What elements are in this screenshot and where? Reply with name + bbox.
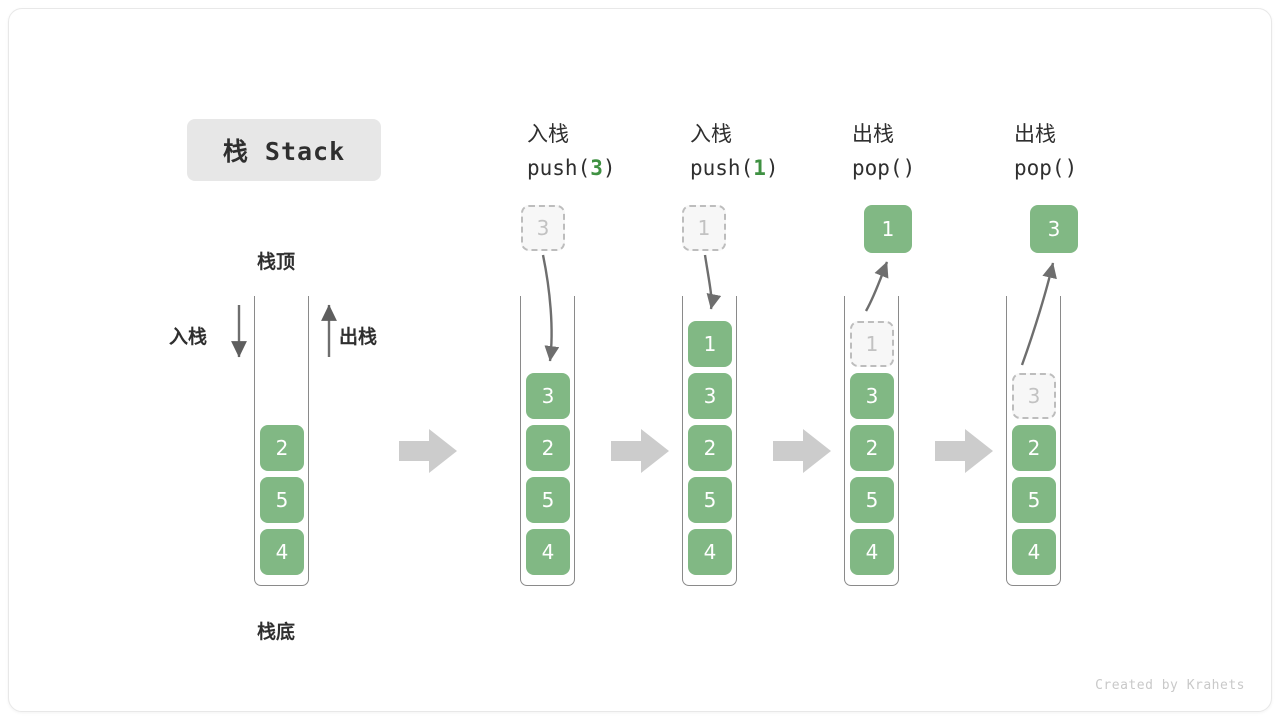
popped-cell: 3 [1030, 205, 1078, 253]
stack-frame-initial [254, 296, 309, 586]
column-header-push-1: 入栈 push(1) [690, 117, 860, 185]
stack-cell: 5 [1012, 477, 1056, 523]
stack-cell: 5 [260, 477, 304, 523]
incoming-cell-ghost: 1 [682, 205, 726, 251]
stack-cell: 4 [688, 529, 732, 575]
stack-cell: 5 [526, 477, 570, 523]
step-arrow-2-icon [611, 429, 669, 473]
stack-cell: 1 [688, 321, 732, 367]
popped-cell: 1 [864, 205, 912, 253]
code-prefix: push( [527, 156, 591, 180]
column-header-op-code: pop() [1014, 151, 1184, 185]
code-suffix: ) [602, 156, 616, 180]
diagram-title: 栈 Stack [187, 119, 381, 181]
column-header-pop-2: 出栈 pop() [1014, 117, 1184, 185]
stack-cell: 4 [850, 529, 894, 575]
arrow-overlay [231, 254, 1057, 473]
stack-top-label: 栈顶 [257, 251, 296, 273]
stack-cell: 4 [1012, 529, 1056, 575]
push-direction-label: 入栈 [169, 326, 208, 348]
diagram-title-label: 栈 Stack [222, 137, 346, 166]
stack-cell: 3 [850, 373, 894, 419]
stack-bottom-label: 栈底 [257, 621, 296, 643]
code-arg: 1 [753, 156, 766, 180]
stack-cell: 4 [260, 529, 304, 575]
stack-cell: 2 [850, 425, 894, 471]
step-arrow-3-icon [773, 429, 831, 473]
column-header-op-code: push(1) [690, 151, 860, 185]
stack-cell: 2 [526, 425, 570, 471]
code-suffix: ) [902, 156, 916, 180]
step-arrow-1-icon [399, 429, 457, 473]
code-prefix: push( [690, 156, 754, 180]
outgoing-cell-ghost: 3 [1012, 373, 1056, 419]
stack-frame-pop-1 [844, 296, 899, 586]
stack-frame-pop-2 [1006, 296, 1061, 586]
column-header-op-cn: 入栈 [527, 122, 569, 146]
code-prefix: pop( [1014, 156, 1065, 180]
stack-frame-push-3 [520, 296, 575, 586]
code-prefix: pop( [852, 156, 903, 180]
pop-direction-label: 出栈 [339, 326, 378, 348]
code-arg: 3 [590, 156, 603, 180]
stack-cell: 5 [688, 477, 732, 523]
diagram-card: 栈 Stack 入栈 push(3) 入栈 push(1) 出栈 pop() 出… [8, 8, 1272, 712]
column-header-pop-1: 出栈 pop() [852, 117, 1022, 185]
stack-cell: 2 [688, 425, 732, 471]
footer-credit: Created by Krahets [1095, 678, 1245, 693]
column-header-push-3: 入栈 push(3) [527, 117, 697, 185]
stack-cell: 5 [850, 477, 894, 523]
incoming-cell-ghost: 3 [521, 205, 565, 251]
column-header-op-code: pop() [852, 151, 1022, 185]
outgoing-cell-ghost: 1 [850, 321, 894, 367]
stack-frame-push-1 [682, 296, 737, 586]
code-suffix: ) [1064, 156, 1078, 180]
stack-cell: 3 [688, 373, 732, 419]
code-suffix: ) [765, 156, 779, 180]
column-header-op-cn: 入栈 [690, 122, 732, 146]
stack-cell: 3 [526, 373, 570, 419]
stack-cell: 2 [1012, 425, 1056, 471]
column-header-op-cn: 出栈 [1014, 122, 1056, 146]
stack-cell: 4 [526, 529, 570, 575]
stack-cell: 2 [260, 425, 304, 471]
column-header-op-code: push(3) [527, 151, 697, 185]
column-header-op-cn: 出栈 [852, 122, 894, 146]
step-arrow-4-icon [935, 429, 993, 473]
